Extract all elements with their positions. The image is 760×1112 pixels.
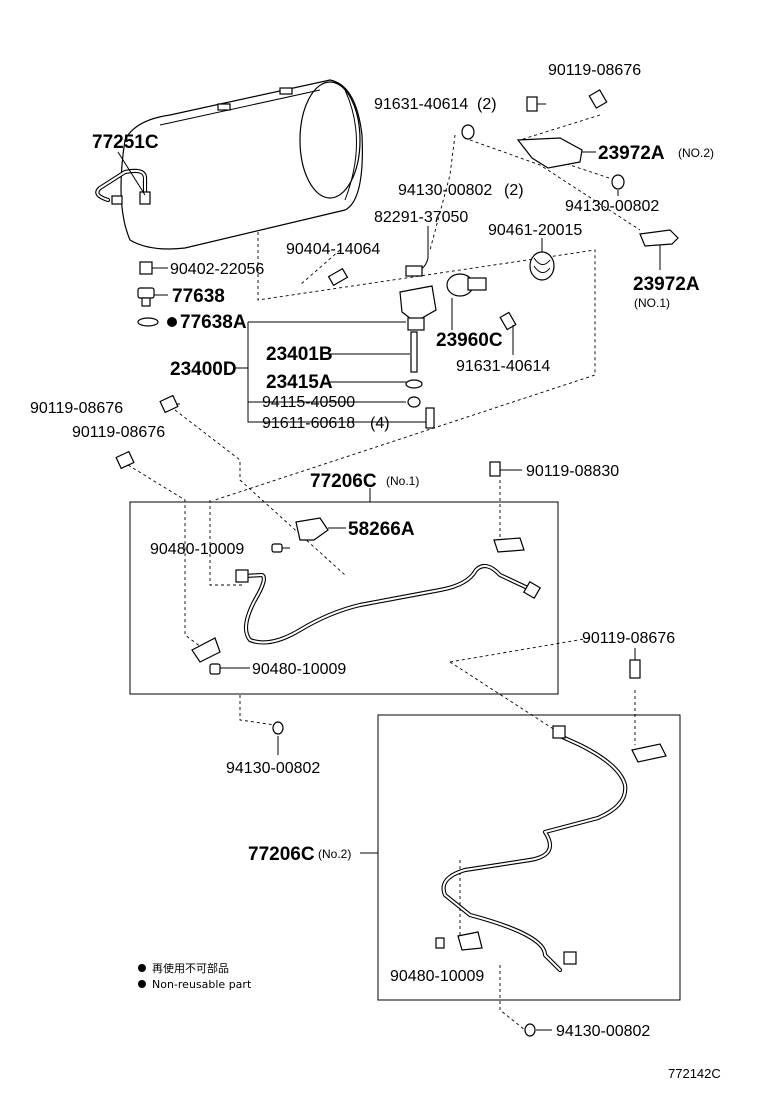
label-23972a-no2-sub: (NO.2) [678,146,714,160]
assembly-leader-lines [127,114,641,1031]
bolt-90404-icon [327,267,349,287]
label-90480-10009-b: 90480-10009 [252,661,346,678]
label-94130-00802-bottom2: 94130-00802 [556,1023,650,1040]
clip-icon [493,537,525,553]
label-90119-08676-right: 90119-08676 [582,630,675,647]
bolt-91631-icon [499,311,517,331]
bolt-90119-08676-icon [629,659,641,679]
bolts-left [115,394,180,470]
washer-23415a-icon [405,379,423,389]
washer-icon [524,1023,536,1037]
label-90119-08676-left1: 90119-08676 [30,400,123,417]
label-90119-08676-left2: 90119-08676 [72,424,165,441]
tube-assembly-no2 [360,659,681,1037]
label-77206c-no2-sub: (No.2) [318,847,351,861]
bracket-23972a-no2-icon [516,137,583,169]
label-94130-00802-qty: (2) [504,182,524,199]
grommet-icon [209,663,221,675]
non-reusable-dot-icon [167,317,177,327]
label-91611-60618-qty: (4) [370,415,390,432]
clamp-icon [457,931,483,951]
tube-assembly-no1 [129,461,559,735]
rod-23401b-icon [410,331,418,373]
label-90119-08830: 90119-08830 [526,463,619,480]
label-23972a-no1-sub: (NO.1) [634,296,670,310]
clamp-90461-icon [529,251,555,281]
label-77206c-no1: 77206C [310,471,377,492]
label-77638: 77638 [172,286,225,307]
label-23960c: 23960C [436,330,503,351]
label-94130-00802-2: 94130-00802 [398,182,492,199]
bolt-91631-icon [526,96,538,112]
label-leaders [117,103,661,755]
label-77206c-no1-sub: (No.1) [386,474,419,488]
clip-58266a-icon [295,517,329,541]
bolt-90119-08830-icon [489,461,501,477]
label-23972a-no2: 23972A [598,143,665,164]
label-90402-22056: 90402-22056 [170,261,264,278]
plug-77638-icon [137,287,155,299]
diagram-id: 772142C [668,1066,721,1081]
label-23401b: 23401B [266,344,333,365]
bracket-parts-top [461,89,679,247]
washer-icon [461,124,475,140]
label-58266a: 58266A [348,519,415,540]
bolt-90119-08676-icon [115,450,135,470]
label-23972a-no1: 23972A [633,274,700,295]
label-91611-60618: 91611-60618 [262,415,355,432]
gauge-unit-icon [399,285,437,323]
legend-dot-icon [138,980,146,988]
label-94115-40500: 94115-40500 [262,394,355,411]
label-91631-40614-2: 91631-40614 [374,96,468,113]
bolt-90119-icon [588,89,608,109]
fuel-tank [95,79,363,250]
label-23400d: 23400D [170,359,237,380]
screw-91611-icon [425,407,435,429]
legend-dot-icon [138,964,146,972]
grommet-icon [271,543,283,553]
washer-icon [272,721,284,735]
clamp-icon [191,637,221,663]
grommet-icon [435,937,445,949]
label-77206c-no2: 77206C [248,844,315,865]
clip-icon [631,743,667,763]
label-94130-00802-bottom1: 94130-00802 [226,760,320,777]
label-91631-40614-qty: (2) [477,96,497,113]
label-90480-10009-c: 90480-10009 [390,968,484,985]
gasket-icon [137,317,159,327]
label-77251c: 77251C [92,132,159,153]
sender-gauge-assembly [234,226,555,429]
label-77638a: 77638A [180,312,247,333]
legend-jp: 再使用不可部品 [152,961,229,975]
washer-icon [611,174,625,190]
label-94130-00802-right: 94130-00802 [565,198,659,215]
part-labels: 90119-08676 91631-40614 (2) 23972A (NO.2… [30,62,714,1040]
legend-en: Non-reusable part [152,978,252,991]
label-90461-20015: 90461-20015 [488,222,582,239]
label-90119-08676-top: 90119-08676 [548,62,641,79]
label-23415a: 23415A [266,372,333,393]
label-91631-40614: 91631-40614 [456,358,550,375]
bolt-90119-08676-icon [159,394,179,414]
nut-94115-icon [407,396,421,408]
bracket-23972a-no1-icon [639,229,679,247]
label-82291-37050: 82291-37050 [374,209,468,226]
label-90404-14064: 90404-14064 [286,241,380,258]
label-90480-10009-a: 90480-10009 [150,541,244,558]
legend: 再使用不可部品 Non-reusable part [138,961,252,991]
bolt-90402-icon [139,261,153,275]
